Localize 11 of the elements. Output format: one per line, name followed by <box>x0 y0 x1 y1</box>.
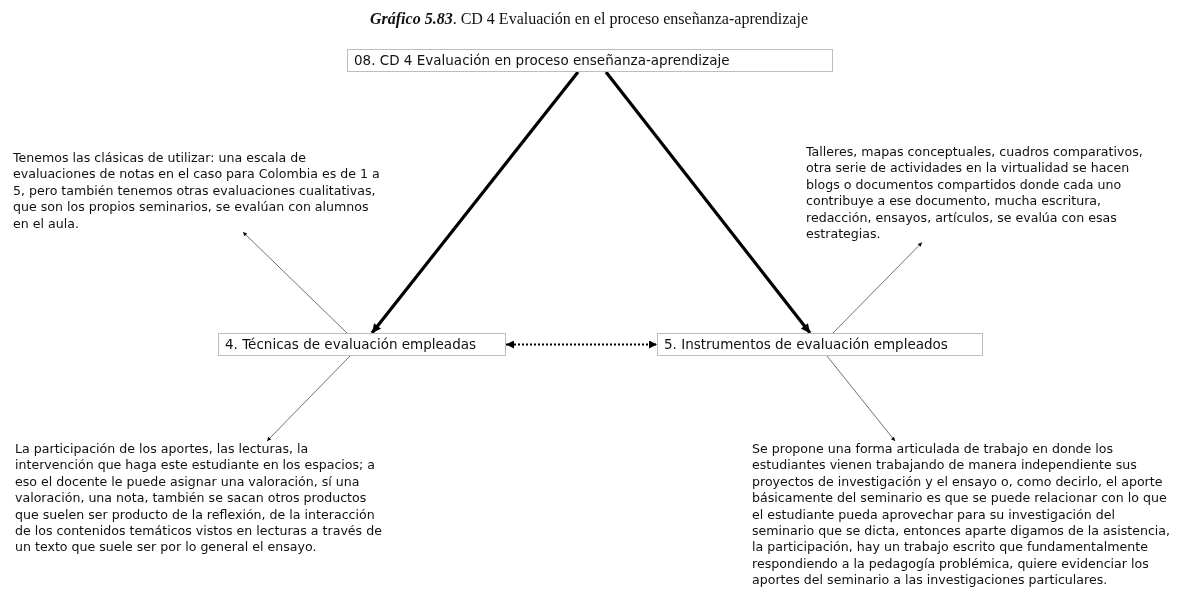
arrow <box>505 340 658 349</box>
figure-title: Gráfico 5.83. CD 4 Evaluación en el proceso enseñanza-aprendizaje <box>368 10 809 28</box>
topic-box: 08. CD 4 Evaluación en proceso enseñanza-aprendizaje <box>347 49 833 72</box>
topic-box: 4. Técnicas de evaluación empleadas <box>218 333 506 356</box>
quote-text: La participación de los aportes, las lecturas, la intervención que haga este estudiante en los espacios; a eso el docente le puede asignar una valoración, sí una valoración, una nota, también se sacan otros productos que suelen ser producto de la reflexión, de la interacción de los contenidos temáticos vistos en lecturas a través de un texto que suele ser por lo general el ensayo. <box>15 441 387 556</box>
arrow <box>370 71 580 334</box>
arrow <box>604 71 812 334</box>
topic-box: 5. Instrumentos de evaluación empleados <box>657 333 983 356</box>
quote-text: Talleres, mapas conceptuales, cuadros comparativos, otra serie de actividades en la virtualidad se hacen blogs o documentos compartidos donde cada uno contribuye a ese documento, mucha escritura, redacción, ensayos, artículos, se evalúa con esas estrategias. <box>806 144 1158 243</box>
quote-text: Se propone una forma articulada de trabajo en donde los estudiantes vienen trabajando de manera independiente sus proyectos de investigación y el ensayo o, como decirlo, el aporte básicamente del seminario es que se puede relacionar con lo que el estudiante pueda aprovechar para su investigación del seminario que se dicta, entonces aparte digamos de la asistencia, la participación, hay un trabajo escrito que fundamentalmente respondiendo a la pedagogía problémica, quiere evidenciar los aportes del seminario a las investigaciones particulares. <box>752 441 1176 589</box>
quote-text: Tenemos las clásicas de utilizar: una escala de evaluaciones de notas en el caso para Colombia es de 1 a 5, pero también tenemos otras evaluaciones cualitativas, que son los propios seminarios, se evalúan con alumnos en el aula. <box>13 150 383 233</box>
